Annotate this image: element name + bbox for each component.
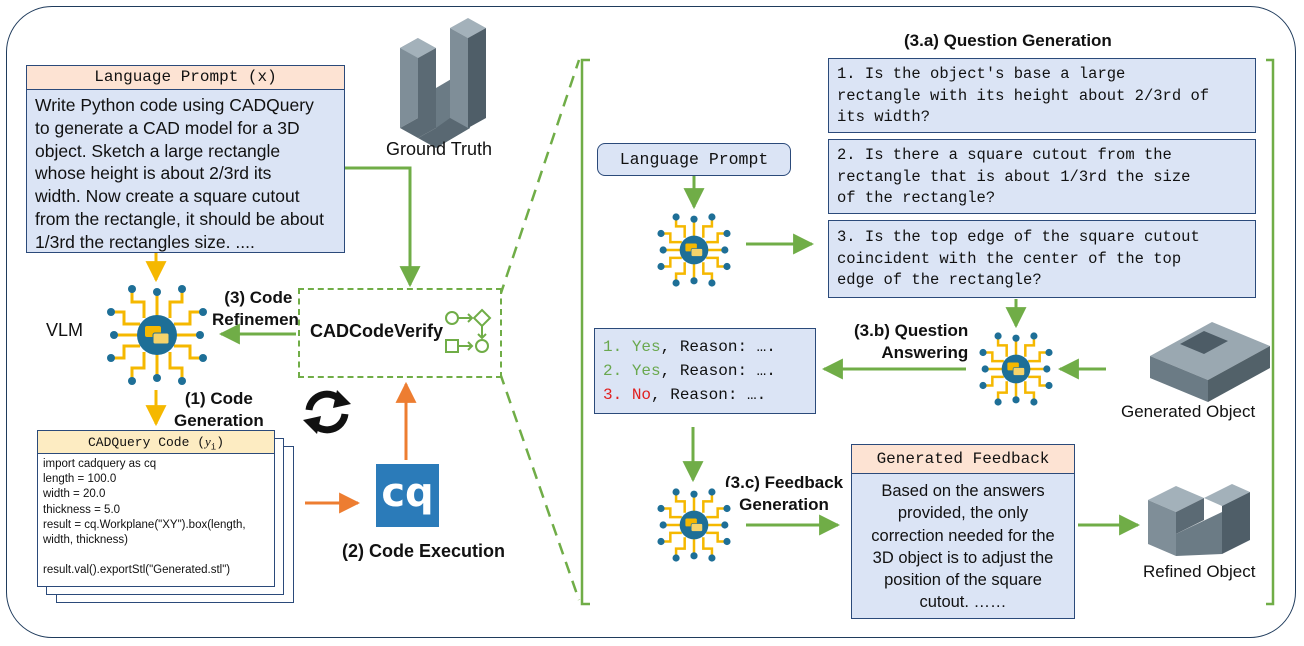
generation-label-line: Generation (174, 411, 264, 430)
prompt-body: Write Python code using CADQuery to gene… (26, 89, 345, 253)
answer-num: 1. (603, 338, 623, 356)
execution-label: (2) Code Execution (342, 541, 506, 561)
feedback-gen-label-line: (3.c) Feedback (725, 473, 844, 492)
vlm-label: VLM (46, 320, 84, 340)
code-line: result = cq.Workplane("XY").box(length, (43, 518, 246, 531)
refined-object-label: Refined Object (1143, 562, 1256, 581)
zoom-line-top (498, 59, 581, 297)
question-line: of the rectangle? (837, 189, 996, 207)
right-bracket (1266, 58, 1275, 606)
cadcodeverify-box: CADCodeVerify (298, 288, 502, 378)
answer-reason: , Reason: …. (660, 338, 776, 356)
question-line: 1. Is the object's base a large (837, 65, 1126, 83)
qa-label-line: Answering (881, 343, 969, 362)
qgen-title: (3.a) Question Generation (904, 31, 1112, 50)
code-line: import cadquery as cq (43, 458, 157, 470)
prompt-line: whose height is about 2/3rd its (35, 163, 272, 184)
question-line: 2. Is there a square cutout from the (837, 146, 1172, 164)
question-line: edge of the rectangle? (837, 271, 1042, 289)
generation-label-line: (1) Code (184, 389, 253, 408)
code-header-sub: i (210, 442, 217, 453)
question-line: its width? (837, 108, 931, 126)
code-line: result.val().exportStl("Generated.stl") (43, 564, 231, 577)
feedback-line: 3D object is to adjust the (872, 548, 1054, 567)
code-card: CADQuery Code (yi) import cadquery as cq… (37, 430, 275, 587)
feedback-gen-label-line: Generation (739, 495, 829, 514)
answer-verdict: No (631, 386, 652, 404)
answer-reason: , Reason: …. (651, 386, 767, 404)
code-header: CADQuery Code (yi) (38, 431, 274, 454)
prompt-line: to generate a CAD model for a 3D (35, 117, 300, 138)
prompt-line: Write Python code using CADQuery (35, 95, 314, 115)
vlm-chip-icon (104, 282, 210, 388)
prompt-line: from the rectangle, it should be about (35, 208, 324, 229)
vlm-chip-icon (656, 487, 732, 563)
answer-num: 3. (603, 386, 623, 404)
generated-object-image (1150, 322, 1270, 402)
answer-num: 2. (603, 362, 623, 380)
refinement-label-line: (3) Code (224, 288, 293, 307)
vlm-chip-icon (656, 212, 732, 288)
question-1: 1. Is the object's base a large rectangl… (828, 58, 1256, 133)
ground-truth-object-image (400, 18, 486, 148)
question-line: rectangle that is about 1/3rd the size (837, 167, 1191, 186)
ground-truth-label: Ground Truth (386, 139, 493, 159)
feedback-header: Generated Feedback (851, 444, 1075, 474)
answer-row: 2. Yes, Reason: …. (603, 359, 807, 383)
question-line: 3. Is the top edge of the square cutout (837, 228, 1200, 246)
question-line: coincident with the center of the top (837, 249, 1182, 268)
cq-logo: cq (376, 464, 439, 527)
feedback-line: position of the square (884, 571, 1042, 590)
code-line: length = 100.0 (43, 473, 117, 486)
feedback-line: provided, the only (897, 504, 1029, 523)
qa-label: (3.b) Question Answering (846, 320, 968, 364)
refinement-label: (3) Code Refinement (212, 287, 305, 331)
left-bracket (580, 58, 590, 606)
feedback-line: cutout. …… (919, 593, 1007, 612)
refresh-icon (303, 390, 351, 434)
code-line: width = 20.0 (43, 488, 106, 501)
prompt-line: object. Sketch a large rectangle (35, 140, 281, 161)
arrow-groundtruth-to-verify (345, 166, 421, 288)
vlm-chip-icon (978, 331, 1054, 407)
code-header-var: y (205, 434, 211, 449)
answer-reason: , Reason: …. (660, 362, 776, 380)
code-line: width, thickness) (43, 534, 129, 547)
zoom-line-bottom (498, 372, 581, 601)
feedback-gen-label: (3.c) Feedback Generation (725, 472, 843, 516)
question-line: rectangle with its height about 2/3rd of (837, 86, 1210, 105)
qa-label-line: (3.b) Question (854, 321, 969, 340)
feedback-body: Based on the answers provided, the only … (851, 473, 1075, 619)
feedback-line: correction needed for the (871, 526, 1055, 545)
language-prompt-box: Language Prompt (597, 143, 791, 176)
answer-verdict: Yes (631, 362, 661, 380)
outer-frame (6, 6, 1296, 638)
generated-object-label: Generated Object (1121, 402, 1256, 421)
cadcodeverify-label: CADCodeVerify (310, 321, 444, 341)
answer-verdict: Yes (631, 338, 661, 356)
feedback-line: Based on the answers (881, 482, 1045, 500)
code-header-prefix: CADQuery Code ( (87, 435, 206, 450)
flowchart-icon (445, 308, 492, 353)
prompt-line: width. Now create a square cutout (35, 186, 300, 207)
prompt-header: Language Prompt (x) (26, 65, 345, 90)
refinement-label-line: Refinement (212, 310, 305, 329)
question-3: 3. Is the top edge of the square cutout … (828, 220, 1256, 298)
code-line (43, 548, 269, 563)
answer-row: 3. No, Reason: …. (603, 383, 807, 407)
question-2: 2. Is there a square cutout from the rec… (828, 139, 1256, 214)
code-line: thickness = 5.0 (43, 503, 121, 516)
answer-row: 1. Yes, Reason: …. (603, 335, 807, 359)
refined-object-image (1148, 484, 1250, 556)
answers-box: 1. Yes, Reason: …. 2. Yes, Reason: …. 3.… (594, 328, 816, 414)
generation-label: (1) Code Generation (174, 388, 264, 432)
code-body: import cadquery as cq length = 100.0 wid… (38, 454, 274, 581)
prompt-line: 1/3rd the rectangles size. .... (35, 231, 255, 252)
code-header-suffix: ) (216, 435, 225, 450)
